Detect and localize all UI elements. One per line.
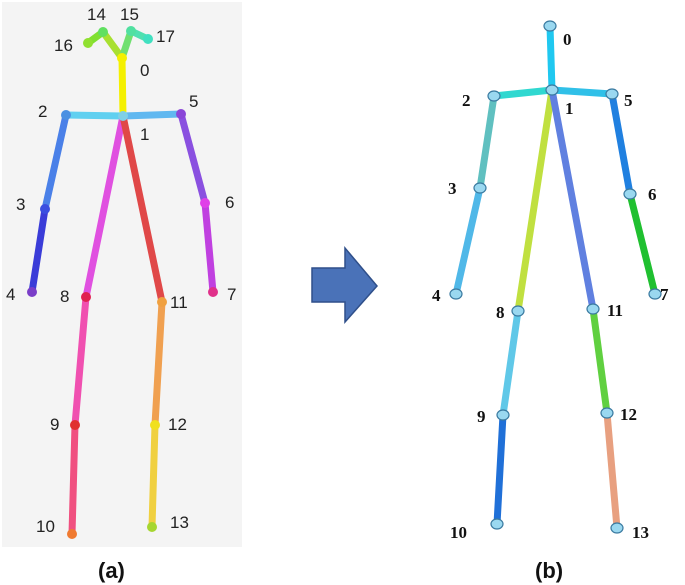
- bone-a-3-4: [28, 205, 49, 296]
- joint-b-label-12: 12: [620, 405, 637, 424]
- joint-a-label-0: 0: [140, 61, 149, 80]
- joint-b-8: [511, 305, 525, 317]
- bone-a-0-14: [99, 28, 126, 62]
- bone-b-1-5: [548, 86, 616, 98]
- joint-b-0: [543, 20, 557, 32]
- joint-a-label-10: 10: [36, 517, 55, 536]
- bone-a-5-6: [177, 110, 209, 207]
- joint-a-label-9: 9: [50, 415, 59, 434]
- joint-b-label-3: 3: [448, 179, 457, 198]
- joint-a-5: [176, 109, 186, 119]
- bone-b-2-3: [476, 92, 498, 192]
- joint-b-label-10: 10: [450, 523, 467, 542]
- joint-a-label-4: 4: [6, 285, 15, 304]
- bone-a-1-5: [119, 110, 185, 120]
- bone-b-12-13: [603, 409, 621, 532]
- bone-b-9-10: [493, 411, 507, 528]
- joint-a-label-11: 11: [170, 293, 188, 312]
- joint-b-label-2: 2: [462, 91, 471, 110]
- joint-a-16: [83, 38, 93, 48]
- joint-a-4: [27, 287, 37, 297]
- joint-b-label-8: 8: [496, 303, 505, 322]
- bone-a-2-1: [62, 111, 127, 120]
- bone-b-6-7: [626, 190, 659, 298]
- joint-a-label-14: 14: [87, 5, 106, 24]
- joint-a-12: [150, 420, 160, 430]
- joint-a-label-1: 1: [140, 125, 149, 144]
- joint-a-17: [143, 34, 153, 44]
- joint-a-label-5: 5: [189, 92, 198, 111]
- joint-a-label-2: 2: [38, 102, 47, 121]
- joint-b-1: [545, 84, 559, 96]
- bone-a-1-0: [118, 54, 127, 120]
- joint-b-label-7: 7: [660, 285, 669, 304]
- joint-a-label-16: 16: [54, 36, 73, 55]
- joint-b-4: [449, 288, 463, 300]
- bone-a-8-9: [71, 293, 90, 429]
- joint-a-3: [40, 204, 50, 214]
- joint-b-label-5: 5: [624, 91, 633, 110]
- bone-b-11-12: [589, 305, 611, 417]
- joint-a-label-8: 8: [60, 287, 69, 306]
- joint-a-2: [61, 110, 71, 120]
- joint-b-3: [473, 182, 487, 194]
- bone-a-9-10: [68, 421, 79, 538]
- joint-b-10: [490, 518, 504, 530]
- right-arrow-icon: [311, 245, 378, 324]
- bone-b-1-11: [548, 86, 597, 313]
- joint-b-11: [586, 303, 600, 315]
- joint-b-9: [496, 409, 510, 421]
- joint-a-label-6: 6: [225, 193, 234, 212]
- bone-b-2-1: [490, 86, 556, 100]
- joint-a-7: [208, 287, 218, 297]
- joint-a-label-17: 17: [156, 27, 175, 46]
- bone-b-1-8: [514, 86, 556, 315]
- joint-a-9: [70, 420, 80, 430]
- joint-a-1: [118, 111, 128, 121]
- joint-a-label-15: 15: [120, 5, 139, 24]
- joint-a-11: [157, 297, 167, 307]
- joint-a-6: [200, 198, 210, 208]
- joint-a-10: [67, 529, 77, 539]
- bone-b-0-1: [546, 22, 556, 94]
- bone-b-3-4: [452, 184, 484, 298]
- joint-b-label-6: 6: [648, 185, 657, 204]
- bone-a-11-12: [151, 298, 166, 429]
- joint-a-label-13: 13: [170, 513, 189, 532]
- joint-a-label-7: 7: [227, 285, 236, 304]
- bone-a-6-7: [201, 199, 217, 296]
- bone-a-2-3: [41, 111, 70, 213]
- joint-b-label-11: 11: [607, 301, 623, 320]
- caption-b: (b): [535, 558, 563, 583]
- joint-a-label-3: 3: [16, 195, 25, 214]
- joint-a-0: [117, 53, 127, 63]
- joint-b-label-0: 0: [563, 30, 572, 49]
- joint-b-label-4: 4: [432, 286, 441, 305]
- joint-b-label-9: 9: [477, 407, 486, 426]
- transform-arrow: [311, 245, 378, 324]
- bone-b-8-9: [499, 307, 522, 419]
- bone-b-5-6: [608, 90, 634, 198]
- bone-a-1-11: [119, 112, 166, 306]
- bone-a-12-13: [148, 421, 159, 531]
- caption-a: (a): [98, 558, 125, 583]
- joint-a-15: [126, 26, 136, 36]
- joint-a-8: [81, 292, 91, 302]
- joint-b-7: [648, 288, 662, 300]
- joint-a-label-12: 12: [168, 415, 187, 434]
- joint-b-6: [623, 188, 637, 200]
- joint-b-label-1: 1: [565, 99, 574, 118]
- joint-b-12: [600, 407, 614, 419]
- joint-a-14: [98, 27, 108, 37]
- bone-a-1-8: [82, 112, 127, 301]
- joint-a-13: [147, 522, 157, 532]
- joint-b-2: [487, 90, 501, 102]
- joint-b-13: [610, 522, 624, 534]
- joint-b-label-13: 13: [632, 523, 649, 542]
- joint-b-5: [605, 88, 619, 100]
